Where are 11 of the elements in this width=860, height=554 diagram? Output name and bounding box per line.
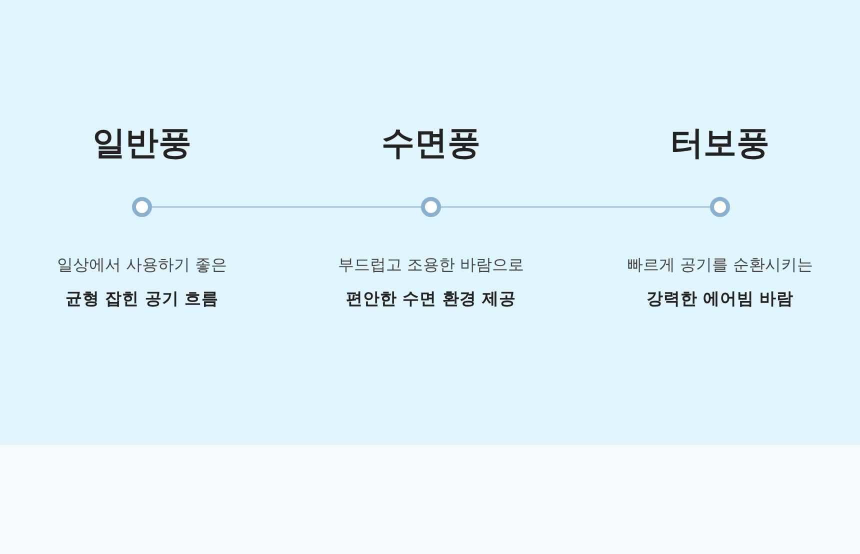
mode-heading: 수면풍 xyxy=(382,122,480,164)
description-text: 일상에서 사용하기 좋은 xyxy=(56,255,228,276)
emphasis-text: 강력한 에어빔 바람 xyxy=(646,288,794,310)
description-text: 부드럽고 조용한 바람으로 xyxy=(338,255,524,276)
mode-heading: 일반풍 xyxy=(92,122,192,164)
connector-line xyxy=(152,206,421,208)
mode-heading: 터보풍 xyxy=(670,122,770,164)
connector-line xyxy=(441,206,710,208)
emphasis-text: 편안한 수면 환경 제공 xyxy=(346,288,516,310)
emphasis-text: 균형 잡힌 공기 흐름 xyxy=(65,288,219,310)
description-text: 빠르게 공기를 순환시키는 xyxy=(626,255,814,276)
